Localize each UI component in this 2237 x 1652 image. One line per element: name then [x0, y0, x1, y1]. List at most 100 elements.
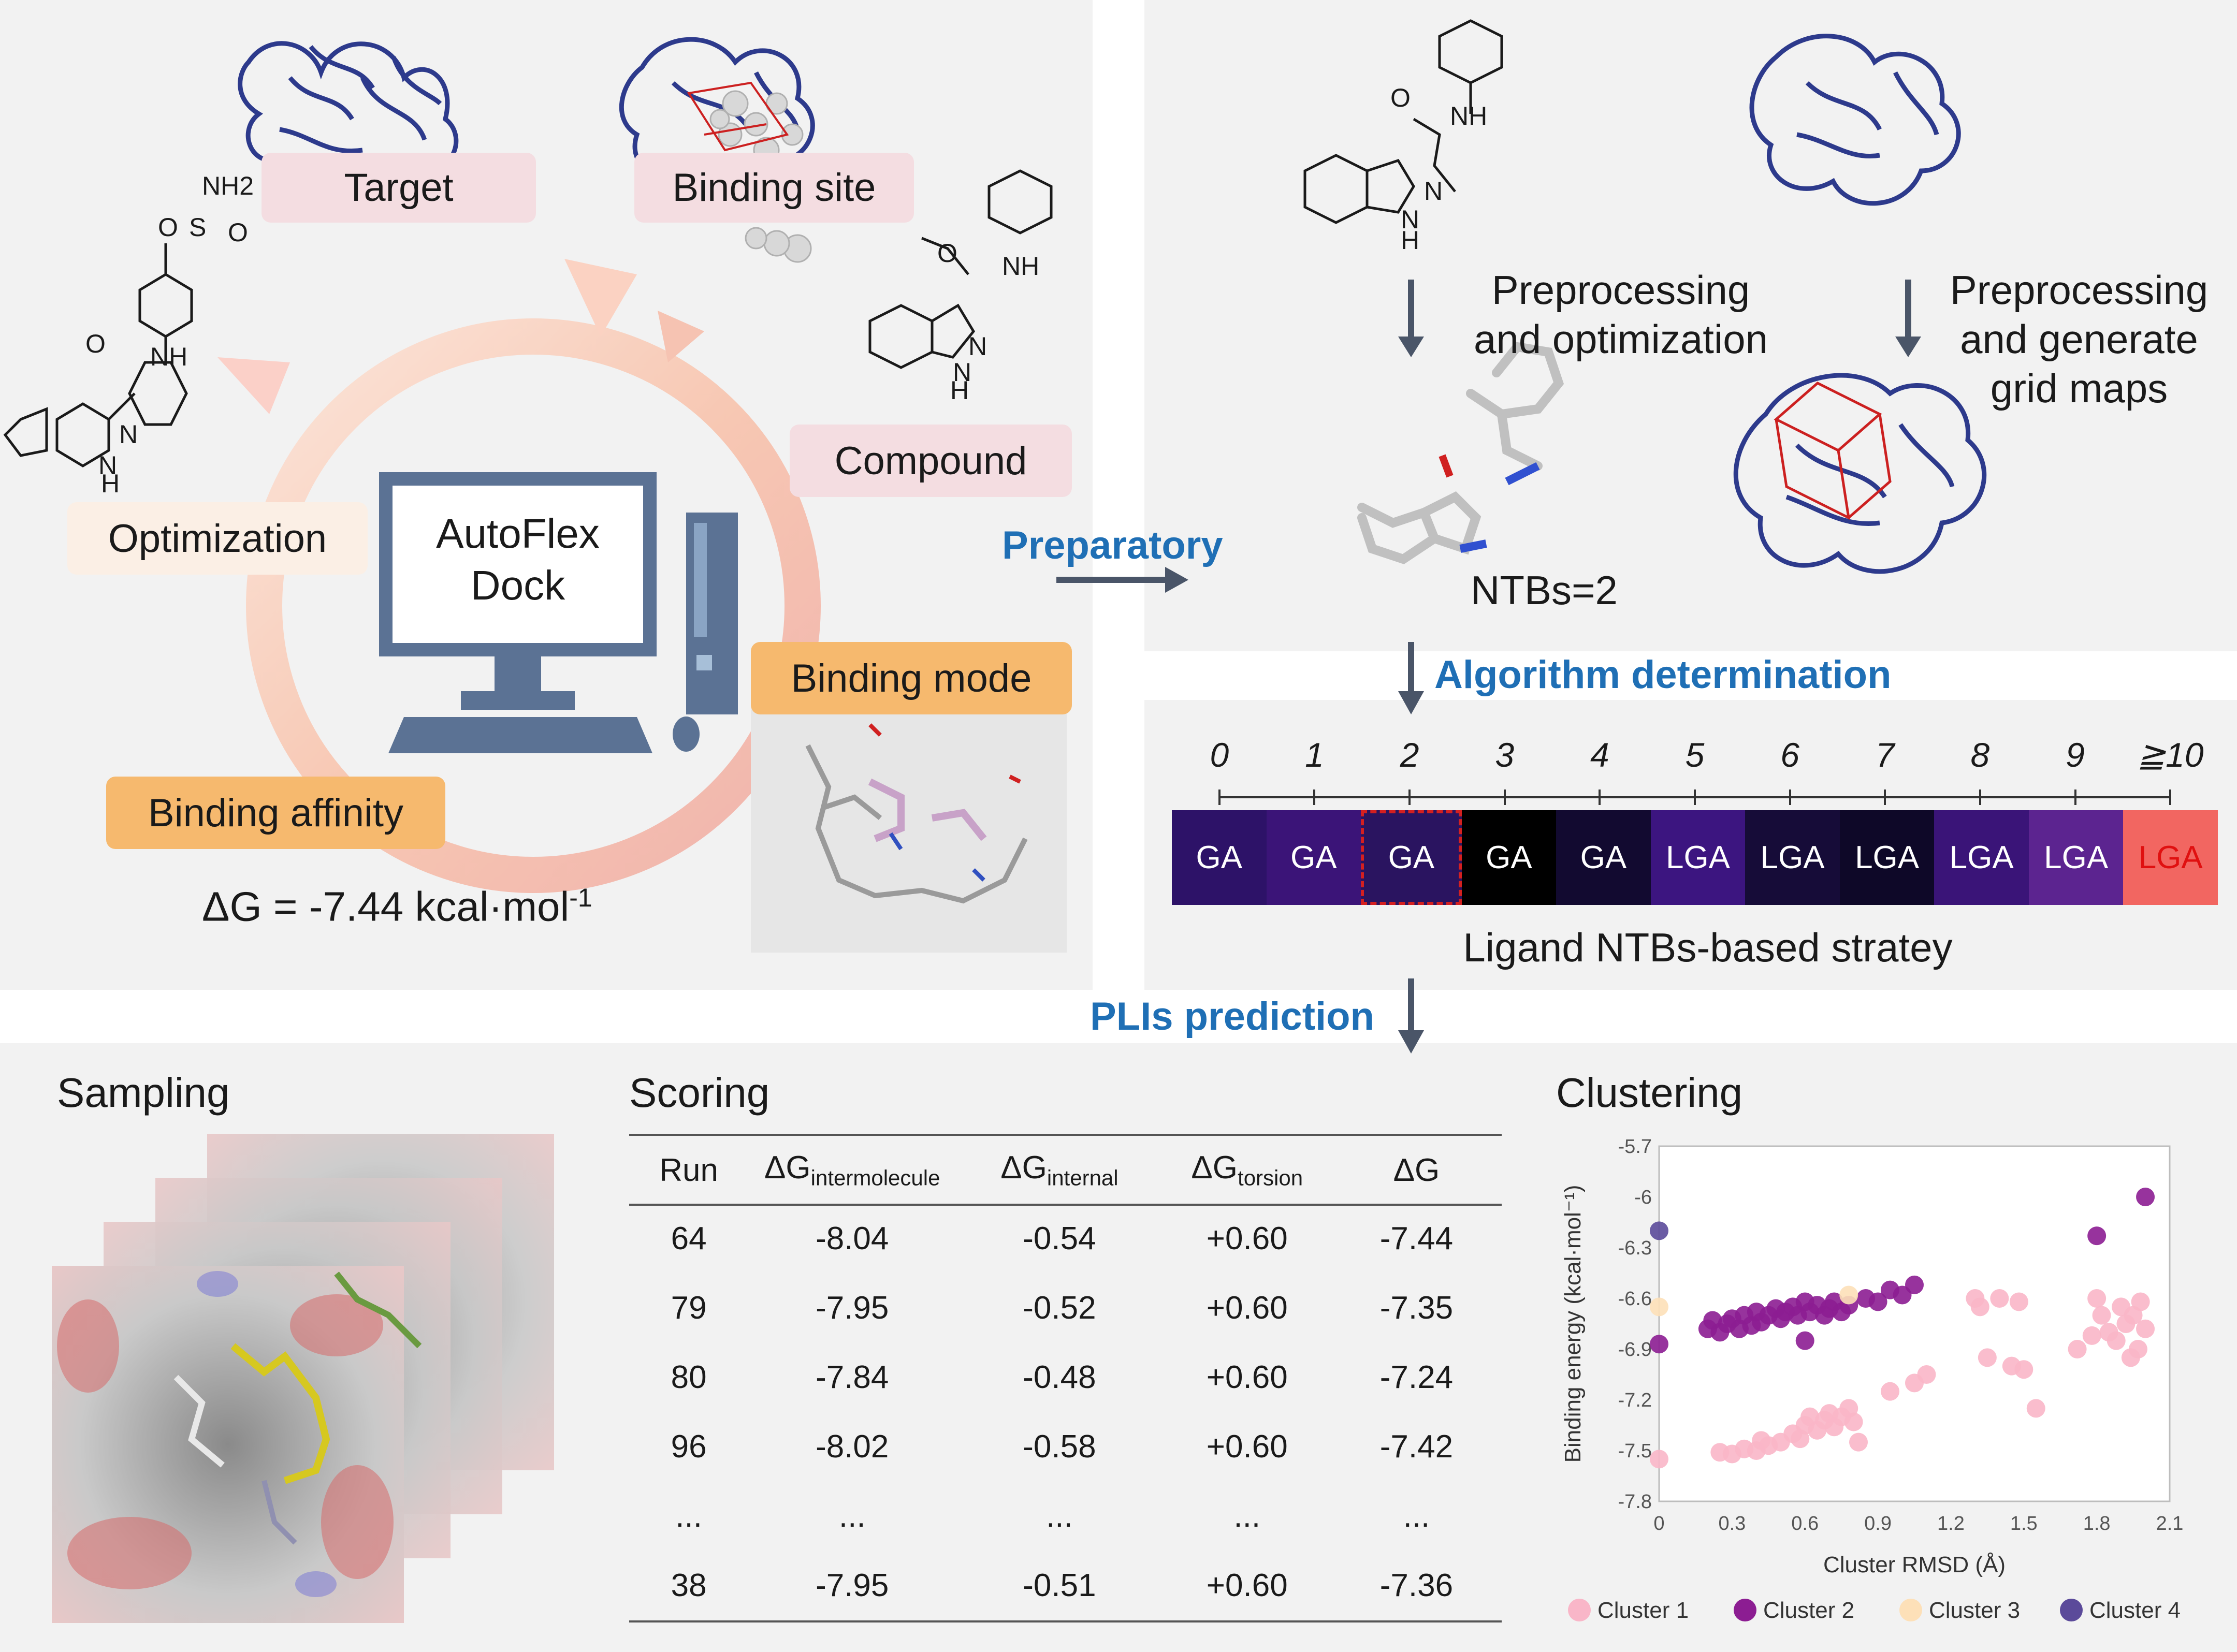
atom-label-o3: O: [85, 329, 106, 358]
prep-atom-o: O: [1390, 83, 1411, 112]
optimization-tag: Optimization: [67, 502, 368, 575]
col-dg-torsion: ΔGtorsion: [1163, 1136, 1331, 1204]
score-cell: ...: [838, 1498, 866, 1534]
cycle-arrowhead-top: [564, 259, 637, 337]
col-dg-intermolecule: ΔGintermolecule: [748, 1136, 956, 1204]
cluster-1-point: [2092, 1306, 2111, 1325]
algorithm-cell: GA: [1556, 810, 1651, 905]
atom-label-nh2b: NH: [1002, 252, 1040, 281]
ntbs-tick-mark: [2169, 790, 2172, 805]
y-tick-label: -7.5: [1618, 1440, 1652, 1462]
workflow-graphics: [3, 37, 1067, 953]
cluster-3-point: [1650, 1297, 1668, 1317]
atom-label-n2: N: [98, 451, 118, 480]
algorithm-cell: LGA: [2123, 810, 2218, 905]
atom-label-n1: N: [119, 420, 138, 449]
score-cell: ...: [1233, 1498, 1261, 1534]
algorithm-cell: LGA: [1745, 810, 1840, 905]
ntbs-tick-label: 5: [1685, 736, 1705, 774]
ntbs-tick-label: 9: [2066, 736, 2085, 774]
score-cell: ...: [1046, 1498, 1073, 1534]
cluster-3-point: [1839, 1285, 1858, 1305]
score-cell: +0.60: [1206, 1359, 1288, 1395]
col-dg-internal-symbol: ΔG: [1000, 1150, 1047, 1186]
cluster-1-point: [1917, 1365, 1936, 1384]
cycle-arrowhead-right: [658, 311, 704, 362]
cluster-2-point: [1650, 1335, 1668, 1354]
clustering-scatter-chart: Cluster RMSD (Å) Binding energy (kcal·mo…: [1560, 1136, 2184, 1623]
cluster-2-point: [1905, 1275, 1924, 1294]
y-axis-label: Binding energy (kcal·mol⁻¹): [1560, 1185, 1586, 1463]
ntbs-tick-label: 4: [1590, 736, 1609, 774]
algorithm-cell-selected: GA: [1361, 810, 1462, 905]
cluster-2-point: [2136, 1188, 2155, 1206]
cluster-1-point: [1849, 1432, 1868, 1452]
y-tick-label: -5.7: [1618, 1136, 1652, 1158]
cluster-1-point: [2131, 1292, 2150, 1311]
scoring-table-rule-top: [629, 1134, 1502, 1136]
col-dg-torsion-sub: torsion: [1238, 1165, 1303, 1190]
score-cell: -0.54: [1023, 1220, 1096, 1256]
algorithm-cell: GA: [1461, 810, 1557, 905]
cluster-1-point: [2107, 1331, 2126, 1350]
delta-g-text: ΔG = -7.44 kcal·mol: [202, 883, 570, 930]
x-tick-label: 0: [1653, 1513, 1664, 1534]
cluster-1-point: [1970, 1297, 1989, 1317]
y-tick-label: -6: [1634, 1187, 1652, 1208]
preparatory-graphics: [1303, 19, 1987, 574]
cluster-1-point: [2009, 1292, 2028, 1311]
target-tag: Target: [262, 153, 536, 223]
ntbs-tick-label: 7: [1875, 736, 1895, 774]
score-cell: 38: [671, 1567, 707, 1603]
clustering-title: Clustering: [1556, 1070, 1743, 1116]
prepared-protein-icon: [1749, 34, 1961, 206]
col-dg-torsion-symbol: ΔG: [1191, 1150, 1238, 1186]
algorithm-cell: GA: [1172, 810, 1267, 905]
scoring-table: Run ΔGintermolecule ΔGinternal ΔGtorsion…: [629, 1136, 1502, 1620]
score-cell: 80: [671, 1359, 707, 1395]
y-tick-label: -7.8: [1618, 1491, 1652, 1513]
cluster-1-point: [2068, 1340, 2087, 1358]
x-tick-label: 1.5: [2010, 1513, 2038, 1534]
score-cell: -7.24: [1379, 1359, 1454, 1395]
protein-prep-step-line3: grid maps: [1990, 366, 2168, 411]
binding-site-tag: Binding site: [634, 153, 914, 223]
legend-swatch: [1734, 1599, 1756, 1621]
legend-swatch: [1899, 1599, 1922, 1621]
x-axis-label: Cluster RMSD (Å): [1823, 1552, 2006, 1577]
ligand-prep-step-line2: and optimization: [1473, 316, 1768, 362]
legend-label: Cluster 3: [1929, 1598, 2020, 1623]
score-cell: -8.04: [816, 1220, 889, 1256]
ntbs-tick-label: 2: [1400, 736, 1419, 774]
score-cell: 96: [671, 1428, 707, 1465]
delta-g-value: ΔG = -7.44 kcal·mol-1: [202, 883, 592, 931]
col-dg-intermolecule-symbol: ΔG: [764, 1150, 811, 1186]
col-dg-total: ΔG: [1393, 1152, 1440, 1188]
plis-label: PLIs prediction: [1090, 995, 1374, 1039]
score-cell: 79: [671, 1290, 707, 1326]
score-row: 96-8.02-0.58+0.60-7.42: [629, 1412, 1502, 1481]
cluster-4-point: [1650, 1221, 1668, 1240]
score-row: 79-7.95-0.52+0.60-7.35: [629, 1273, 1502, 1342]
score-cell: ...: [675, 1498, 702, 1534]
cluster-1-point: [1881, 1382, 1900, 1401]
protein-prep-step-line1: Preprocessing: [1950, 267, 2209, 313]
score-cell: -8.02: [816, 1428, 889, 1465]
score-cell: +0.60: [1206, 1567, 1288, 1603]
atom-label-h1: H: [101, 469, 120, 498]
algorithm-cell: LGA: [2028, 810, 2124, 905]
atom-label-s: S: [189, 213, 207, 242]
binding-mode-image: [751, 709, 1067, 953]
legend-swatch: [2060, 1599, 2083, 1621]
atom-label-nh2: NH2: [202, 171, 254, 200]
prep-atom-nh: NH: [1450, 101, 1488, 130]
atom-label-h2: H: [950, 376, 969, 405]
x-tick-label: 2.1: [2156, 1513, 2184, 1534]
cluster-1-point: [1650, 1450, 1668, 1469]
atom-label-n4: N: [953, 358, 972, 387]
y-tick-label: -6.9: [1618, 1339, 1652, 1361]
ntbs-count: NTBs=2: [1471, 567, 1618, 613]
